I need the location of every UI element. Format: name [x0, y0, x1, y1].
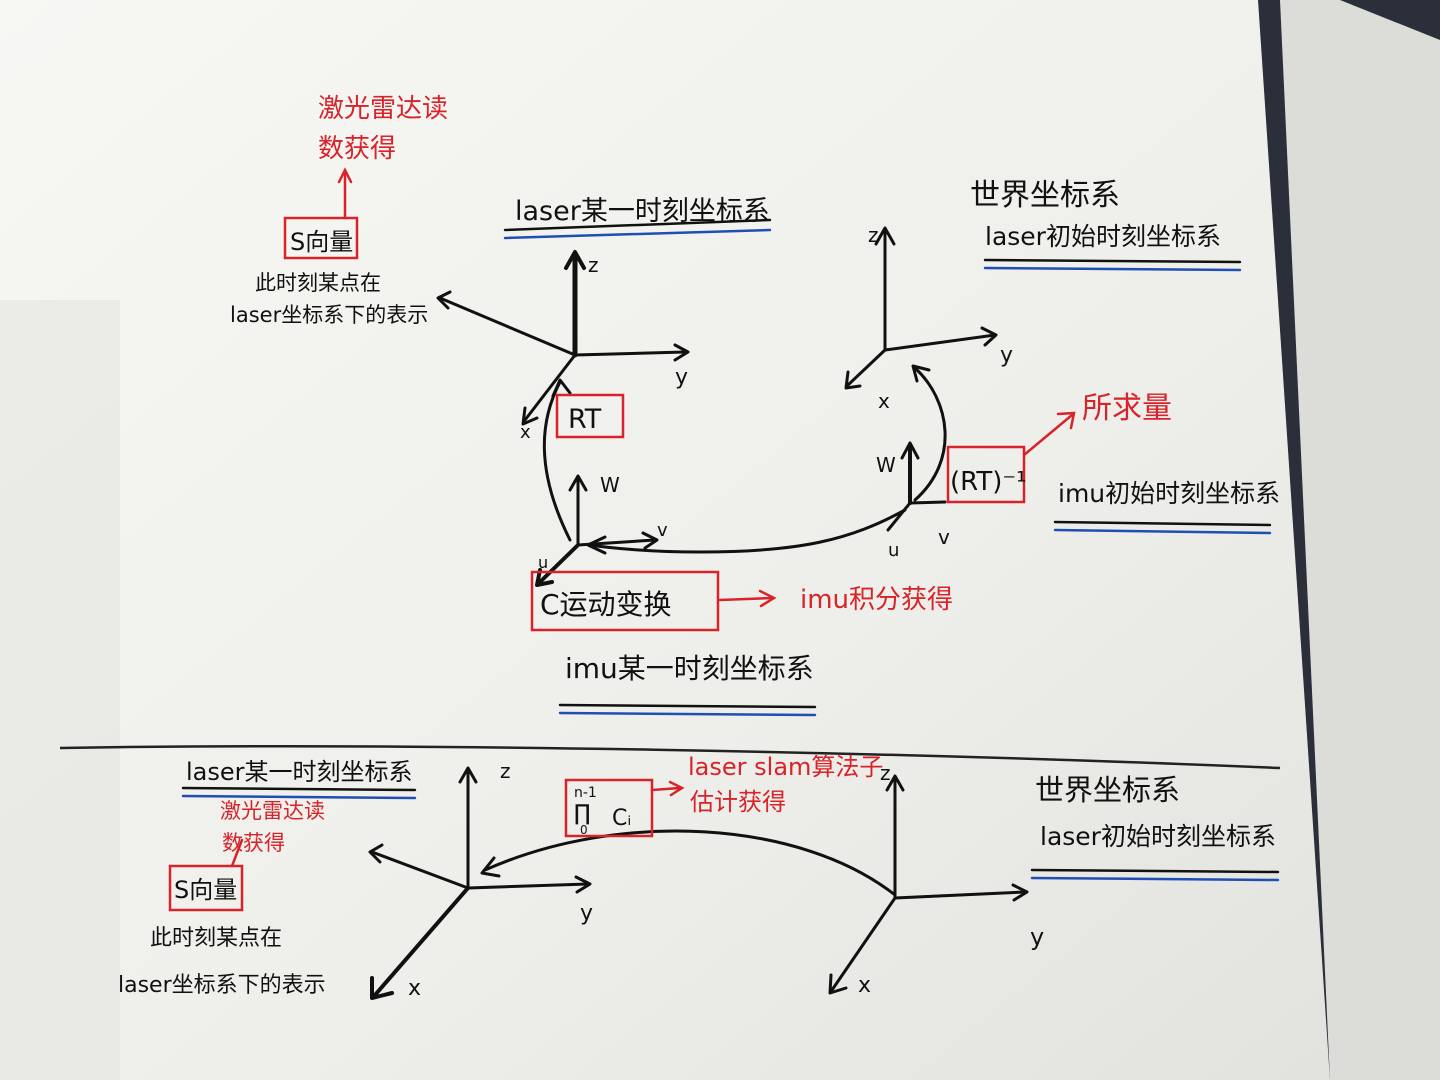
rt-inverse-note: 所求量: [1082, 391, 1172, 426]
laser-moment-axes-bottom: [368, 766, 592, 1000]
curve-rt-inverse: [913, 366, 947, 502]
laser-moment-title: laser某一时刻坐标系: [515, 196, 770, 227]
c-box-note: imu积分获得: [800, 585, 953, 615]
laser-x-label: x: [520, 422, 531, 443]
imu-initial-u-label: u: [888, 540, 899, 561]
world-y-label-bottom: y: [1030, 923, 1044, 951]
imu-moment-title: imu某一时刻坐标系: [565, 652, 814, 685]
bottom-section: [368, 766, 1029, 1000]
imu-moment-w-label: W: [600, 473, 620, 497]
world-axes-bottom: [828, 774, 1029, 995]
imu-moment-axes: [535, 474, 659, 587]
c-note-arrow: [718, 596, 774, 602]
s-vector-box-top: [283, 216, 359, 260]
right-paper-edge: [1250, 0, 1440, 1080]
left-shadow: [0, 300, 120, 1080]
curve-bottom-transform: [483, 829, 897, 897]
world-z-label-top: z: [868, 223, 879, 247]
c-box-label: C运动变换: [540, 588, 672, 621]
s-vector-source-note-top: 激光雷达读 数获得: [318, 94, 456, 164]
s-vector-source-note-bottom: 激光雷达读 数获得: [220, 799, 332, 855]
world-subtitle-top: laser初始时刻坐标系: [985, 222, 1221, 251]
s-note-line-1: 激光雷达读: [318, 94, 448, 124]
s-vector-desc-top: 此时刻某点在 laser坐标系下的表示: [230, 271, 428, 327]
product-box-border: [564, 778, 654, 838]
world-title-top: 世界坐标系: [970, 178, 1120, 213]
imu-moment-v-label: v: [657, 520, 668, 541]
laser-moment-axes: [436, 250, 690, 426]
bottom-texts: laser某一时刻坐标系 激光雷达读 数获得 S向量 此时刻某点在 laser坐…: [118, 753, 1276, 1001]
curve-c-transform: [588, 508, 907, 554]
s-note-b-line-1: 激光雷达读: [220, 799, 325, 823]
curve-c-arrowhead: [586, 535, 607, 555]
s-desc-b-line-1: 此时刻某点在: [150, 926, 282, 951]
world-z-label-bottom: z: [880, 761, 891, 785]
imu-initial-w-label: W: [876, 453, 896, 477]
c-box-border: [530, 570, 720, 632]
world-x-label-bottom: x: [858, 973, 871, 998]
s-vector-label-top: S向量: [290, 228, 353, 256]
product-sub: 0: [580, 823, 588, 837]
imu-moment-u-label: u: [538, 553, 548, 572]
rt-label: RT: [568, 404, 602, 435]
product-sup: n-1: [574, 785, 597, 801]
top-red-elements: [283, 167, 1076, 632]
s-desc-line-2: laser坐标系下的表示: [230, 303, 428, 327]
top-section: [436, 226, 998, 587]
rt-inverse-note-arrow: [1022, 413, 1074, 457]
laser-z-label-bottom: z: [500, 759, 511, 783]
s-vector-desc-bottom: 此时刻某点在 laser坐标系下的表示: [118, 926, 326, 998]
laser-y-label: y: [675, 365, 688, 390]
product-op: ∏: [574, 801, 591, 826]
imu-initial-title: imu初始时刻坐标系: [1058, 479, 1280, 508]
world-subtitle-bottom: laser初始时刻坐标系: [1040, 822, 1276, 851]
s-note-line-2: 数获得: [318, 134, 396, 164]
imu-initial-v-label: v: [938, 525, 950, 549]
laser-z-label: z: [588, 253, 599, 277]
world-title-bottom: 世界坐标系: [1035, 773, 1180, 807]
bottom-red-elements: [168, 778, 685, 912]
s-note-b-line-2: 数获得: [222, 831, 285, 855]
world-x-label-top: x: [878, 389, 890, 413]
laser-x-label-bottom: x: [408, 976, 421, 1001]
bottom-underlines: [181, 786, 1280, 882]
product-box-label: n-1 ∏ 0 Cᵢ: [574, 785, 631, 837]
product-note-line-2: 估计获得: [690, 788, 786, 816]
s-vector-box-bottom: [168, 864, 244, 912]
rt-inverse-box-border: [946, 445, 1026, 504]
rt-box-border: [555, 393, 625, 439]
s-desc-line-1: 此时刻某点在: [255, 271, 381, 295]
laser-y-label-bottom: y: [580, 901, 593, 926]
s-desc-b-line-2: laser坐标系下的表示: [118, 973, 326, 998]
world-y-label-top: y: [1000, 343, 1013, 368]
product-c: Cᵢ: [612, 806, 631, 831]
curve-rt-arrowhead: [551, 378, 572, 398]
rt-inverse-label: (RT)⁻¹: [950, 467, 1027, 497]
product-note-line-1: laser slam算法子: [688, 753, 883, 781]
product-note: laser slam算法子 估计获得: [688, 753, 891, 816]
s-vector-label-bottom: S向量: [174, 876, 237, 904]
curve-rt-inverse-arrowhead: [911, 364, 931, 383]
curve-bottom-arrowhead: [480, 856, 501, 878]
top-texts: laser某一时刻坐标系 z y x 激光雷达读 数获得 S向量 此时刻某点在 …: [230, 94, 1280, 685]
paper-sheet: [0, 0, 1330, 1080]
top-underlines: [503, 218, 1272, 717]
product-note-arrow: [650, 786, 682, 792]
section-divider: [59, 744, 1281, 770]
world-axes-top: [844, 226, 998, 390]
imu-initial-axes: [886, 441, 947, 532]
laser-moment-title-bottom: laser某一时刻坐标系: [186, 758, 413, 786]
